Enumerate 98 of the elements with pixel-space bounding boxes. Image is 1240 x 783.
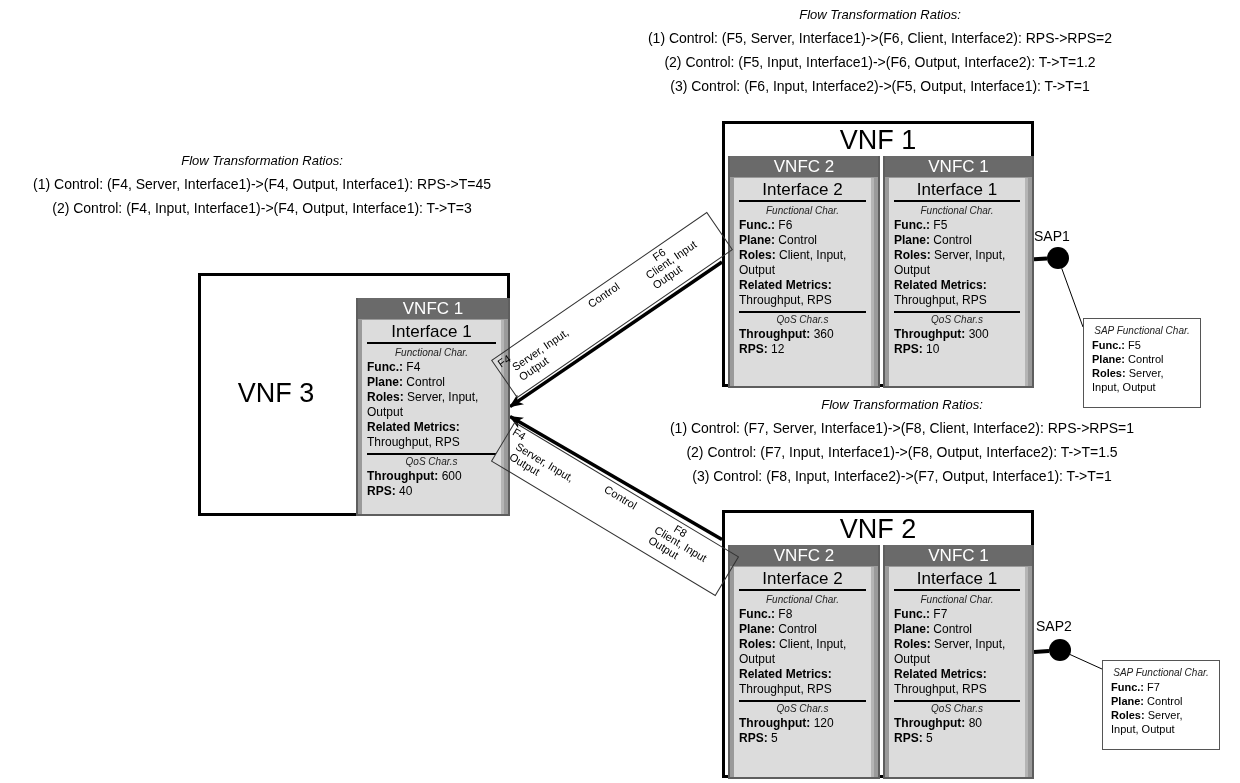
property-text: Plane: Control	[367, 375, 447, 390]
connection-point-label: SAP1	[1034, 228, 1070, 244]
vnfc-title: VNFC 2	[730, 545, 878, 566]
vnfc-title: VNFC 1	[885, 156, 1032, 177]
ratio-text: (1) Control: (F7, Server, Interface1)->(F8, Client, Interface2): RPS->RPS=1	[669, 420, 1135, 437]
property-text: Throughput: 80	[894, 716, 983, 731]
interface-title: Interface 1	[894, 569, 1020, 591]
connection-point-circle	[1049, 639, 1071, 661]
section-label: Functional Char.	[919, 204, 995, 218]
property-text: Roles: Client, Input, Output	[739, 248, 848, 278]
interface-panel	[734, 567, 874, 777]
section-label: Functional Char.	[765, 593, 840, 607]
interface-title: Interface 1	[894, 180, 1020, 202]
property-text: Throughput: 360	[739, 327, 835, 342]
property-text: Throughput: 120	[739, 716, 835, 731]
section-label: SAP Functional Char.	[1112, 666, 1210, 680]
property-text: Roles: Server, Input, Output	[894, 637, 1007, 667]
property-text: Roles: Server, Input, Output	[894, 248, 1007, 278]
property-text: Roles: Server, Input, Output	[367, 390, 480, 420]
property-text: Func.: F8	[739, 607, 794, 622]
ratio-heading: Flow Transformation Ratios:	[799, 6, 961, 23]
property-text: Plane: Control	[739, 233, 819, 248]
connector-line	[1033, 648, 1050, 654]
ratio-text: (3) Control: (F6, Input, Interface2)->(F5, Output, Interface1): T->T=1	[670, 78, 1090, 95]
ratio-heading: Flow Transformation Ratios:	[821, 396, 983, 413]
section-label: Functional Char.	[394, 346, 469, 360]
vnfc-title: VNFC 1	[358, 298, 508, 319]
property-text: Func.: F6	[739, 218, 794, 233]
property-text: Throughput: 600	[367, 469, 463, 484]
connection-point-label: SAP2	[1036, 618, 1072, 634]
interface-title: Interface 2	[739, 180, 866, 202]
interface-panel	[734, 178, 874, 386]
ratio-heading: Flow Transformation Ratios:	[181, 152, 343, 169]
vnfc-panel	[883, 156, 1034, 388]
property-text: Plane: Control	[1111, 694, 1184, 708]
section-label: SAP Functional Char.	[1093, 324, 1191, 338]
vnf-title: VNF 2	[838, 514, 918, 544]
property-text: Roles: Server, Input, Output	[1111, 708, 1184, 736]
property-text: Plane: Control	[739, 622, 819, 637]
arrow	[509, 260, 723, 409]
arrow	[509, 414, 723, 541]
connection-point-circle	[1047, 247, 1069, 269]
section-label: Functional Char.	[765, 204, 840, 218]
section-label: QoS Char.s	[894, 700, 1020, 716]
connector-line	[1033, 256, 1048, 262]
property-text: RPS: 40	[367, 484, 414, 499]
vnf-title: VNF 3	[236, 377, 316, 408]
ratio-text: (1) Control: (F4, Server, Interface1)->(F4, Output, Interface1): RPS->T=45	[33, 176, 491, 193]
vnf-box	[722, 510, 1034, 778]
property-text: Throughput: 300	[894, 327, 990, 342]
vnfc-panel	[883, 545, 1034, 779]
property-text: RPS: 5	[739, 731, 779, 746]
vnf-title: VNF 1	[838, 125, 918, 155]
interface-title: Interface 2	[739, 569, 866, 591]
section-label: QoS Char.s	[739, 311, 866, 327]
vnf-box	[722, 121, 1034, 387]
sap-info-box	[1083, 318, 1201, 408]
property-text: Func.: F7	[1111, 680, 1161, 694]
link-text: F4	[510, 425, 528, 443]
property-text: Related Metrics: Throughput, RPS	[367, 420, 461, 450]
vnfc-title: VNFC 1	[885, 545, 1032, 566]
ratio-text: (2) Control: (F7, Input, Interface1)->(F8, Output, Interface2): T->T=1.5	[686, 444, 1118, 461]
property-text: Related Metrics: Throughput, RPS	[894, 278, 988, 308]
ratio-text: (1) Control: (F5, Server, Interface1)->(F6, Client, Interface2): RPS->RPS=2	[647, 30, 1113, 47]
interface-title: Interface 1	[367, 322, 496, 344]
ratio-text: (2) Control: (F4, Input, Interface1)->(F4, Output, Interface1): T->T=3	[52, 200, 472, 217]
link-text: F4	[495, 352, 513, 370]
section-label: QoS Char.s	[894, 311, 1020, 327]
property-text: Related Metrics: Throughput, RPS	[739, 667, 833, 697]
property-text: Func.: F7	[894, 607, 949, 622]
interface-panel	[889, 178, 1028, 386]
section-label: Functional Char.	[919, 593, 995, 607]
property-text: RPS: 5	[894, 731, 934, 746]
section-label: QoS Char.s	[739, 700, 866, 716]
vnf-box	[198, 273, 510, 516]
property-text: Roles: Client, Input, Output	[739, 637, 848, 667]
property-text: Plane: Control	[894, 233, 974, 248]
vnfc-title: VNFC 2	[730, 156, 878, 177]
sap-info-box	[1102, 660, 1220, 750]
property-text: RPS: 10	[894, 342, 941, 357]
property-text: Roles: Server, Input, Output	[1092, 366, 1165, 394]
property-text: Func.: F4	[367, 360, 422, 375]
ratio-text: (2) Control: (F5, Input, Interface1)->(F6, Output, Interface2): T->T=1.2	[664, 54, 1096, 71]
leader-line	[1061, 267, 1084, 328]
property-text: RPS: 12	[739, 342, 786, 357]
property-text: Plane: Control	[894, 622, 974, 637]
property-text: Plane: Control	[1092, 352, 1165, 366]
property-text: Func.: F5	[894, 218, 949, 233]
interface-panel	[889, 567, 1028, 777]
leader-line	[1069, 654, 1103, 670]
vnfc-panel	[356, 298, 510, 516]
vnfc-panel	[728, 156, 880, 388]
vnfc-panel	[728, 545, 880, 779]
section-label: QoS Char.s	[367, 453, 496, 469]
property-text: Related Metrics: Throughput, RPS	[894, 667, 988, 697]
ratio-text: (3) Control: (F8, Input, Interface2)->(F7, Output, Interface1): T->T=1	[692, 468, 1112, 485]
property-text: Func.: F5	[1092, 338, 1142, 352]
property-text: Related Metrics: Throughput, RPS	[739, 278, 833, 308]
